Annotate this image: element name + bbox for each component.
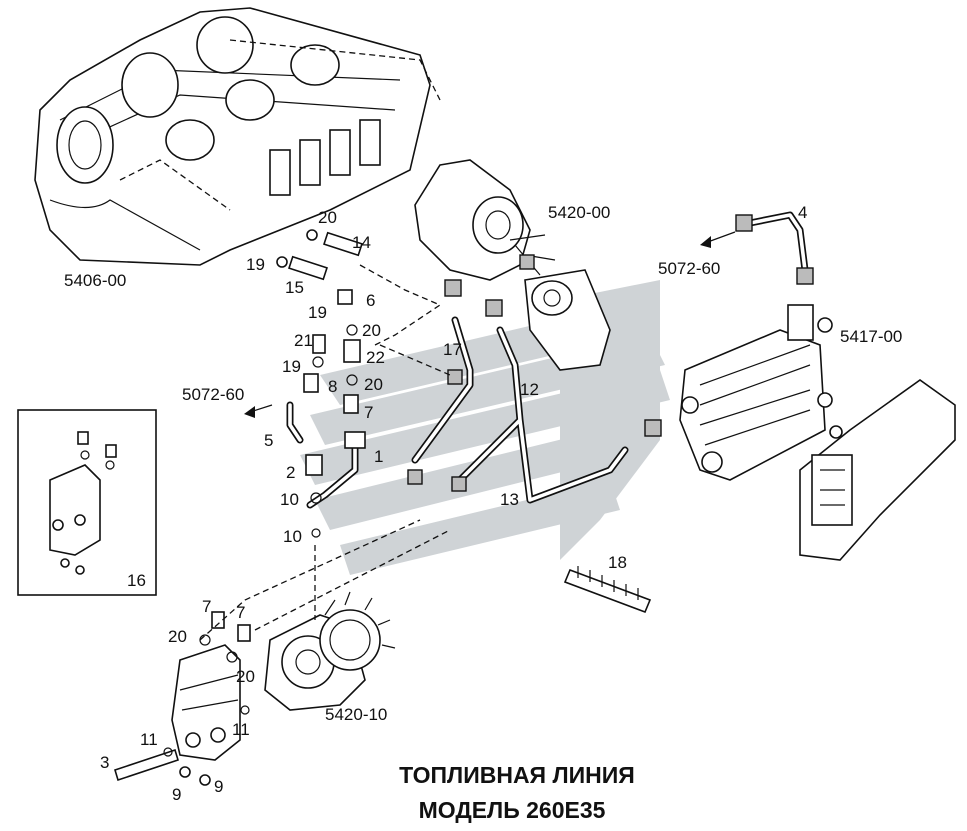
diagram-title-line2: МОДЕЛЬ 260E35: [419, 797, 606, 823]
callout-4: 4: [798, 203, 807, 222]
injection-pump: [414, 159, 611, 371]
callout-20e: 20: [236, 667, 255, 686]
transfer-pump: [264, 591, 396, 711]
callout-15: 15: [285, 278, 304, 297]
callout-1: 1: [374, 447, 383, 466]
fuel-pipe-4: [735, 211, 814, 285]
callout-5: 5: [264, 431, 273, 450]
callout-2: 2: [286, 463, 295, 482]
callout-10b: 10: [283, 527, 302, 546]
callout-19c: 19: [282, 357, 301, 376]
callout-7b: 7: [202, 597, 211, 616]
dashed-leaders: [199, 264, 451, 641]
injection-pump-label: 5420-00: [548, 203, 610, 222]
filter-head: [114, 644, 241, 786]
ecu-label: 5417-00: [840, 327, 902, 346]
harness-arrows: [244, 231, 736, 418]
callout-10a: 10: [280, 490, 299, 509]
fuel-pipe-12-13: [411, 316, 629, 504]
callout-20d: 20: [168, 627, 187, 646]
engine-block: [34, 7, 441, 266]
callout-8: 8: [328, 377, 337, 396]
callout-7c: 7: [236, 603, 245, 622]
diagram-title-line1: ТОПЛИВНАЯ ЛИНИЯ: [399, 762, 635, 788]
callout-19a: 19: [246, 255, 265, 274]
callout-17: 17: [443, 340, 462, 359]
callouts: 1 2 3 4 5 6 7 7 7 8 9 9 10 10 11 11 12 1…: [100, 203, 807, 804]
transfer-pump-label: 5420-10: [325, 705, 387, 724]
callout-7a: 7: [364, 403, 373, 422]
callout-16: 16: [127, 571, 146, 590]
callout-11a: 11: [140, 730, 158, 749]
callout-18: 18: [608, 553, 627, 572]
callout-6: 6: [366, 291, 375, 310]
callout-20a: 20: [318, 208, 337, 227]
callout-20b: 20: [362, 321, 381, 340]
fittings-column: [163, 229, 662, 757]
engine-block-label: 5406-00: [64, 271, 126, 290]
watermark-logo: [300, 280, 670, 575]
callout-21: 21: [294, 331, 313, 350]
harness-ref-top: 5072-60: [658, 259, 720, 278]
callout-22: 22: [366, 348, 385, 367]
callout-20c: 20: [364, 375, 383, 394]
arrow-icon: [700, 236, 711, 248]
callout-12: 12: [520, 380, 539, 399]
callout-11b: 11: [232, 720, 250, 739]
inset-detail-box: [17, 409, 157, 596]
callout-13: 13: [500, 490, 519, 509]
ecu-unit: [679, 304, 956, 561]
callout-9a: 9: [172, 785, 181, 804]
harness-ref-left: 5072-60: [182, 385, 244, 404]
callout-19b: 19: [308, 303, 327, 322]
fuel-pipe-1-2: [286, 401, 366, 509]
callout-3: 3: [100, 753, 109, 772]
callout-9b: 9: [214, 777, 223, 796]
relay-strip: [563, 566, 652, 614]
callout-14: 14: [352, 233, 371, 252]
